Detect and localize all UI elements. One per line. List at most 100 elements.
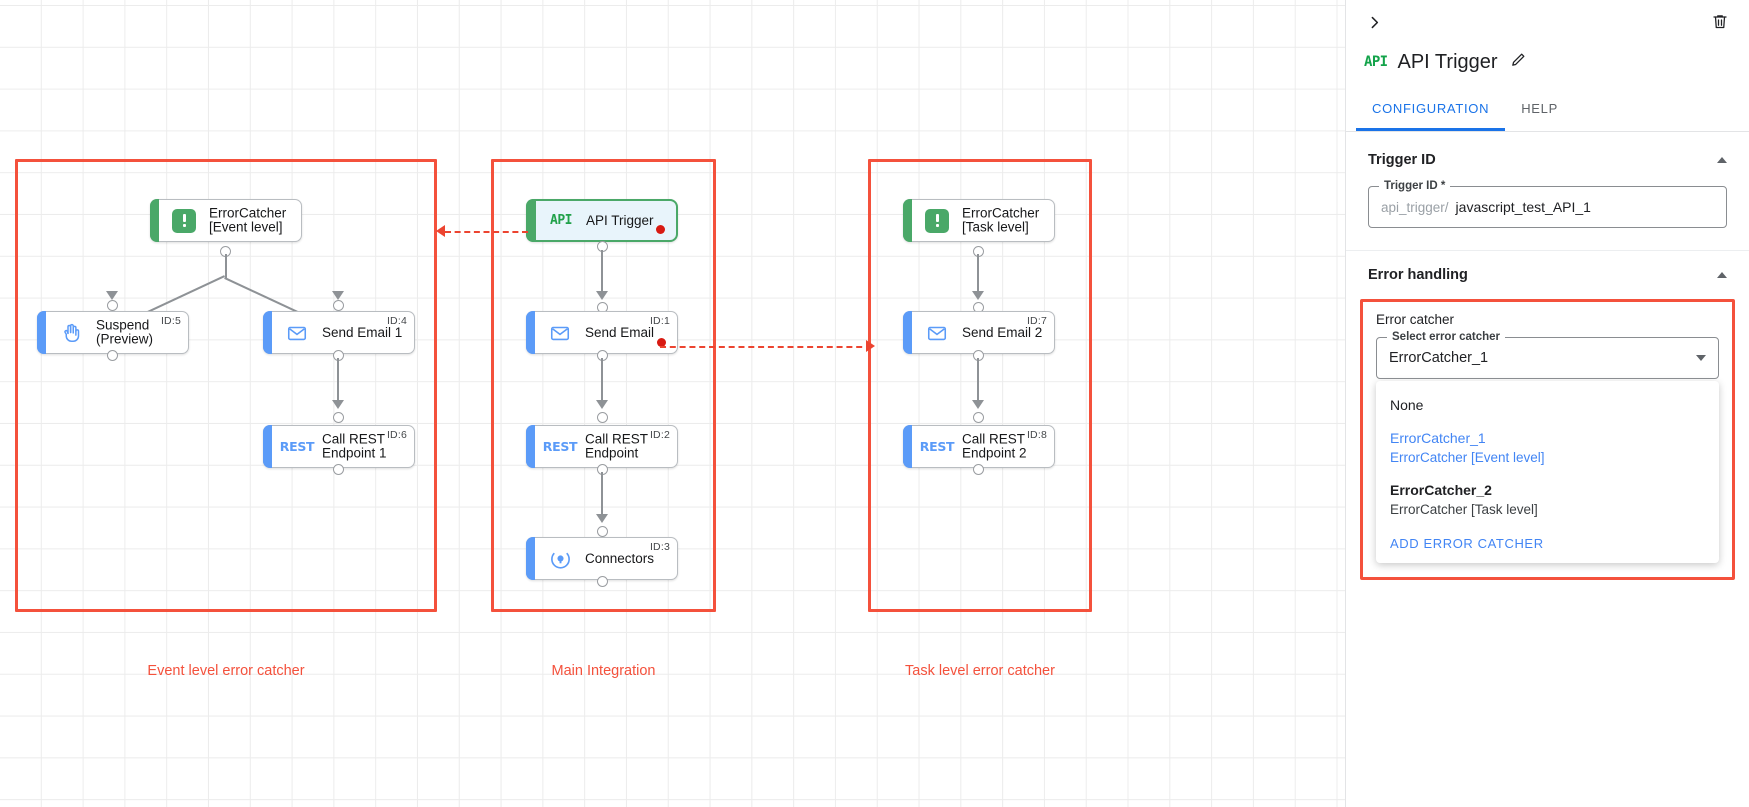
group-box-event-level (15, 159, 437, 612)
menu-item-errorcatcher-2[interactable]: ErrorCatcher_2 ErrorCatcher [Task level] (1376, 474, 1719, 526)
node-port-in[interactable] (332, 412, 344, 423)
error-link-to-event-catcher (445, 231, 528, 233)
node-label: ErrorCatcher [Event level] (209, 205, 287, 235)
node-send-email-2[interactable]: Send Email 2 ID:7 (903, 311, 1055, 354)
node-connectors[interactable]: Connectors ID:3 (526, 537, 678, 580)
menu-item-sublabel: ErrorCatcher [Task level] (1390, 502, 1538, 517)
node-port-in[interactable] (332, 300, 344, 311)
panel-toolbar (1346, 0, 1749, 45)
trigger-id-field[interactable]: Trigger ID * api_trigger/ javascript_tes… (1368, 180, 1727, 228)
node-label: ErrorCatcher [Task level] (962, 205, 1040, 235)
edge-arrow (596, 514, 608, 523)
node-label: Suspend (Preview) (96, 317, 154, 347)
menu-item-sublabel: ErrorCatcher [Event level] (1390, 450, 1545, 465)
node-accent-bar (903, 425, 912, 468)
trigger-id-prefix: api_trigger/ (1381, 199, 1449, 215)
chevron-down-icon[interactable] (1696, 355, 1706, 361)
collapse-panel-chevron-right-icon[interactable] (1360, 8, 1388, 36)
menu-item-label: None (1390, 397, 1424, 413)
node-id: ID:8 (1026, 429, 1047, 441)
error-catcher-highlight-box: Error catcher Select error catcher Error… (1360, 299, 1735, 580)
rest-icon: REST (279, 439, 315, 454)
select-error-catcher-legend: Select error catcher (1387, 331, 1506, 343)
menu-item-none[interactable]: None (1376, 389, 1719, 422)
node-port-in[interactable] (106, 300, 118, 311)
node-accent-bar (263, 311, 272, 354)
group-box-task-level (868, 159, 1092, 612)
error-indicator-dot (657, 338, 666, 347)
node-accent-bar (37, 311, 46, 354)
chevron-up-icon[interactable] (1717, 157, 1727, 163)
connectors-icon (547, 546, 573, 572)
node-label: Connectors (585, 550, 655, 566)
edge-segment (977, 254, 979, 294)
envelope-icon (284, 320, 310, 346)
edge-arrow (332, 291, 344, 300)
node-send-email[interactable]: Send Email ID:1 (526, 311, 678, 354)
section-divider (1346, 250, 1749, 251)
trigger-id-input-value[interactable]: javascript_test_API_1 (1455, 199, 1591, 215)
edge-segment (977, 358, 979, 402)
node-call-rest-endpoint-1[interactable]: REST Call REST Endpoint 1 ID:6 (263, 425, 415, 468)
edge-arrow (332, 400, 344, 409)
node-port-in[interactable] (596, 526, 608, 537)
node-suspend[interactable]: Suspend (Preview) ID:5 (37, 311, 189, 354)
node-label: Call REST Endpoint 1 (322, 431, 387, 461)
edge-arrow (596, 400, 608, 409)
node-error-catcher-task-level[interactable]: ErrorCatcher [Task level] (903, 199, 1055, 242)
tab-help[interactable]: HELP (1521, 101, 1558, 116)
node-accent-bar (526, 537, 535, 580)
api-icon: API (1364, 54, 1388, 70)
edge-arrow (106, 291, 118, 300)
section-header-error-handling[interactable]: Error handling (1346, 251, 1749, 291)
node-call-rest-endpoint[interactable]: REST Call REST Endpoint ID:2 (526, 425, 678, 468)
node-id: ID:6 (386, 429, 407, 441)
node-accent-bar (526, 199, 536, 242)
edge-arrow (972, 400, 984, 409)
section-title: Trigger ID (1368, 152, 1436, 168)
error-link-arrow-left (436, 225, 445, 237)
error-link-to-task-catcher (660, 346, 872, 348)
menu-item-label: ErrorCatcher_1 (1390, 430, 1486, 446)
node-id: ID:3 (649, 541, 670, 553)
error-link-arrow-right (866, 340, 875, 352)
node-port-out[interactable] (972, 464, 984, 475)
node-label: Call REST Endpoint (585, 431, 649, 461)
delete-trash-icon[interactable] (1707, 8, 1733, 34)
node-port-in[interactable] (972, 412, 984, 423)
properties-panel: API API Trigger CONFIGURATION HELP Trigg… (1345, 0, 1749, 807)
edge-segment (337, 358, 339, 402)
node-id: ID:1 (649, 315, 670, 327)
tab-configuration[interactable]: CONFIGURATION (1356, 91, 1506, 131)
workflow-canvas[interactable]: Event level error catcher Main Integrati… (0, 0, 1345, 807)
node-id: ID:2 (649, 429, 670, 441)
node-port-in[interactable] (596, 412, 608, 423)
node-api-trigger[interactable]: API API Trigger (526, 199, 678, 242)
node-accent-bar (903, 199, 912, 242)
add-error-catcher-button[interactable]: ADD ERROR CATCHER (1390, 536, 1544, 551)
api-icon: API (550, 213, 572, 228)
rest-icon: REST (542, 439, 578, 454)
node-error-catcher-event-level[interactable]: ErrorCatcher [Event level] (150, 199, 302, 242)
chevron-up-icon[interactable] (1717, 272, 1727, 278)
menu-item-errorcatcher-1[interactable]: ErrorCatcher_1 ErrorCatcher [Event level… (1376, 422, 1719, 474)
node-send-email-1[interactable]: Send Email 1 ID:4 (263, 311, 415, 354)
node-call-rest-endpoint-2[interactable]: REST Call REST Endpoint 2 ID:8 (903, 425, 1055, 468)
node-port-out[interactable] (106, 350, 118, 361)
edge-arrow (972, 291, 984, 300)
edge-arrow (596, 291, 608, 300)
edge-segment (601, 358, 603, 402)
edge-segment (601, 250, 603, 294)
node-label: Send Email 1 (322, 324, 403, 340)
select-error-catcher[interactable]: Select error catcher ErrorCatcher_1 (1376, 331, 1719, 379)
node-port-out[interactable] (332, 464, 344, 475)
section-header-trigger-id[interactable]: Trigger ID (1346, 132, 1749, 176)
group-caption-event-level: Event level error catcher (147, 663, 305, 679)
rest-icon: REST (919, 439, 955, 454)
error-catcher-dropdown-menu[interactable]: None ErrorCatcher_1 ErrorCatcher [Event … (1376, 381, 1719, 563)
edit-pencil-icon[interactable] (1510, 51, 1527, 73)
trigger-id-field-legend: Trigger ID * (1379, 180, 1451, 192)
node-id: ID:5 (160, 315, 181, 327)
menu-item-label: ErrorCatcher_2 (1390, 482, 1492, 498)
node-port-out[interactable] (596, 576, 608, 587)
